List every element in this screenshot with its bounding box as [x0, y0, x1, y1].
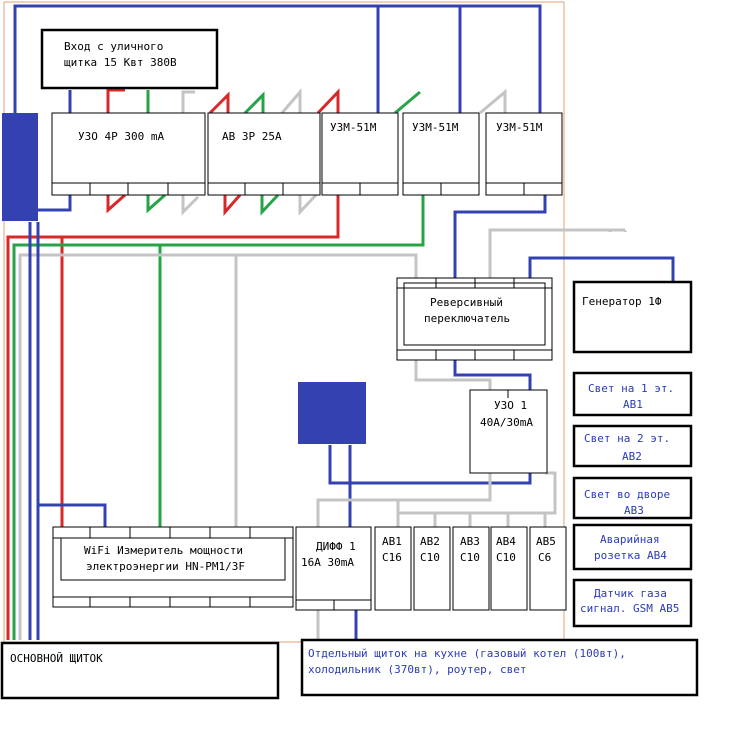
- wire-green-main: [12, 195, 425, 640]
- wire-blue-meter-bus: [38, 503, 107, 527]
- wire-gray-uzm3-rev: [488, 228, 612, 278]
- wire-blue-generator: [528, 256, 675, 282]
- av4-line1: АВ4: [496, 535, 516, 548]
- neutral-bus-block-center: [298, 382, 366, 444]
- breaker-av2: АВ2 С10: [413, 526, 451, 611]
- legend-av3-line2: АВ3: [624, 504, 644, 517]
- input-line1: Вход с уличного: [64, 40, 163, 53]
- reversing-switch: Реверсивный переключатель: [396, 277, 553, 361]
- wire-gray-main: [18, 253, 418, 640]
- input-line2: щитка 15 Квт 380В: [64, 56, 177, 69]
- main-panel-box: ОСНОВНОЙ ЩИТОК: [0, 641, 280, 700]
- uzo-4p: УЗО 4P 300 mA: [51, 112, 206, 196]
- av5-line1: АВ5: [536, 535, 556, 548]
- wire-gray-uzo1-out: [316, 473, 492, 527]
- wire-blue-top-1: [13, 4, 542, 113]
- av-3p: АВ 3Р 25А: [207, 112, 321, 196]
- legend-av5-line1: Датчик газа: [594, 587, 667, 600]
- wire-gray-bot-2: [298, 193, 318, 216]
- uzm-relay-1: УЗМ-51М: [321, 112, 399, 196]
- reverse-line2: переключатель: [424, 312, 510, 325]
- av2-line2: С10: [420, 551, 440, 564]
- legend-av1-line2: АВ1: [623, 398, 643, 411]
- legend-av2: Свет на 2 эт. АВ2: [572, 424, 693, 468]
- wire-gray-jump-top: [280, 87, 302, 114]
- av1-line2: С16: [382, 551, 402, 564]
- neutral-bus-block: [2, 113, 38, 221]
- wire-green-jump-uzm: [394, 90, 421, 115]
- wire-gray-rev-uzo1: [414, 360, 492, 390]
- kitchen-panel-box: Отдельный щиток на кухне (газовый котел …: [300, 638, 699, 697]
- wire-red-bot-2: [223, 194, 242, 216]
- uzm-2-label: УЗМ-51М: [412, 121, 459, 134]
- meter-line2: электроэнергии HN-PM1/3F: [86, 560, 245, 573]
- main-panel-label: ОСНОВНОЙ ЩИТОК: [10, 652, 103, 665]
- enclosure-frame: [3, 1, 565, 643]
- kitchen-line1: Отдельный щиток на кухне (газовый котел …: [308, 647, 626, 660]
- wifi-power-meter: WiFi Измеритель мощности электроэнергии …: [52, 526, 294, 608]
- legend-av5-line2: сигнал. GSM АВ5: [580, 602, 679, 615]
- wire-gray-jump-uzm: [479, 88, 507, 115]
- reverse-line1: Реверсивный: [430, 296, 503, 309]
- breaker-av3: АВ3 С10: [452, 526, 490, 611]
- wire-green-bot-2: [260, 193, 280, 216]
- wire-red-input: [106, 88, 125, 113]
- wire-red-jump-av-uzm: [316, 88, 340, 115]
- wire-red-main: [6, 195, 340, 640]
- legend-av3-line1: Свет во дворе: [584, 488, 670, 501]
- wire-blue-uzo1-out: [328, 445, 532, 485]
- diff1-line2: 16А 30mA: [301, 556, 354, 569]
- av2-line1: АВ2: [420, 535, 440, 548]
- generator-box: Генератор 1Ф: [572, 280, 693, 354]
- wire-blue-uzo-n: [38, 195, 72, 212]
- uzo1-line2: 40А/30mA: [480, 416, 533, 429]
- wire-blue-rev-uzo1: [453, 360, 532, 390]
- legend-av4: Аварийная розетка АВ4: [572, 523, 693, 571]
- uzm-relay-3: УЗМ-51М: [485, 112, 563, 196]
- uzm-relay-2: УЗМ-51М: [402, 112, 480, 196]
- wire-gray-input: [181, 90, 195, 113]
- uzm-1-label: УЗМ-51М: [330, 121, 377, 134]
- wires: [6, 4, 675, 640]
- legend-av4-line1: Аварийная: [600, 533, 660, 546]
- av5-line2: С6: [538, 551, 551, 564]
- diff1-line1: ДИФФ 1: [316, 540, 356, 553]
- wire-blue-uzm3: [453, 195, 547, 278]
- av3-line1: АВ3: [460, 535, 480, 548]
- legend-av4-line2: розетка АВ4: [594, 549, 667, 562]
- legend-av2-line2: АВ2: [622, 450, 642, 463]
- legend-av1-line1: Свет на 1 эт.: [588, 382, 674, 395]
- wire-gray-uzo1-right: [545, 471, 557, 515]
- wire-green-jump-top: [243, 91, 265, 115]
- uzo1-line1: УЗО 1: [494, 399, 527, 412]
- av3-line2: С10: [460, 551, 480, 564]
- breaker-av5: АВ5 С6: [529, 526, 567, 611]
- diff-1: ДИФФ 1 16А 30mA: [295, 526, 372, 611]
- kitchen-line2: холодильник (370вт), роутер, свет: [308, 663, 527, 676]
- uzo-1: УЗО 1 40А/30mA: [469, 389, 548, 474]
- input-box: Вход с уличного щитка 15 Квт 380В: [40, 28, 219, 90]
- wire-gray-bot-1: [181, 195, 200, 216]
- breaker-av1: АВ1 С16: [374, 526, 412, 611]
- meter-line1: WiFi Измеритель мощности: [84, 544, 243, 557]
- uzo-4p-label: УЗО 4P 300 mA: [78, 130, 164, 143]
- uzm-3-label: УЗМ-51М: [496, 121, 543, 134]
- legend-av2-line1: Свет на 2 эт.: [584, 432, 670, 445]
- legend-av3: Свет во дворе АВ3: [572, 476, 693, 520]
- legend-av5: Датчик газа сигнал. GSM АВ5: [572, 578, 693, 628]
- av4-line2: С10: [496, 551, 516, 564]
- av-3p-label: АВ 3Р 25А: [222, 130, 282, 143]
- legend-av1: Свет на 1 эт. АВ1: [572, 371, 693, 417]
- generator-label: Генератор 1Ф: [582, 295, 662, 308]
- wire-red-bot-1: [106, 193, 126, 214]
- wire-red-jump-top: [208, 91, 230, 115]
- wire-green-bot-1: [146, 193, 166, 214]
- breaker-av4: АВ4 С10: [490, 526, 528, 611]
- av1-line1: АВ1: [382, 535, 402, 548]
